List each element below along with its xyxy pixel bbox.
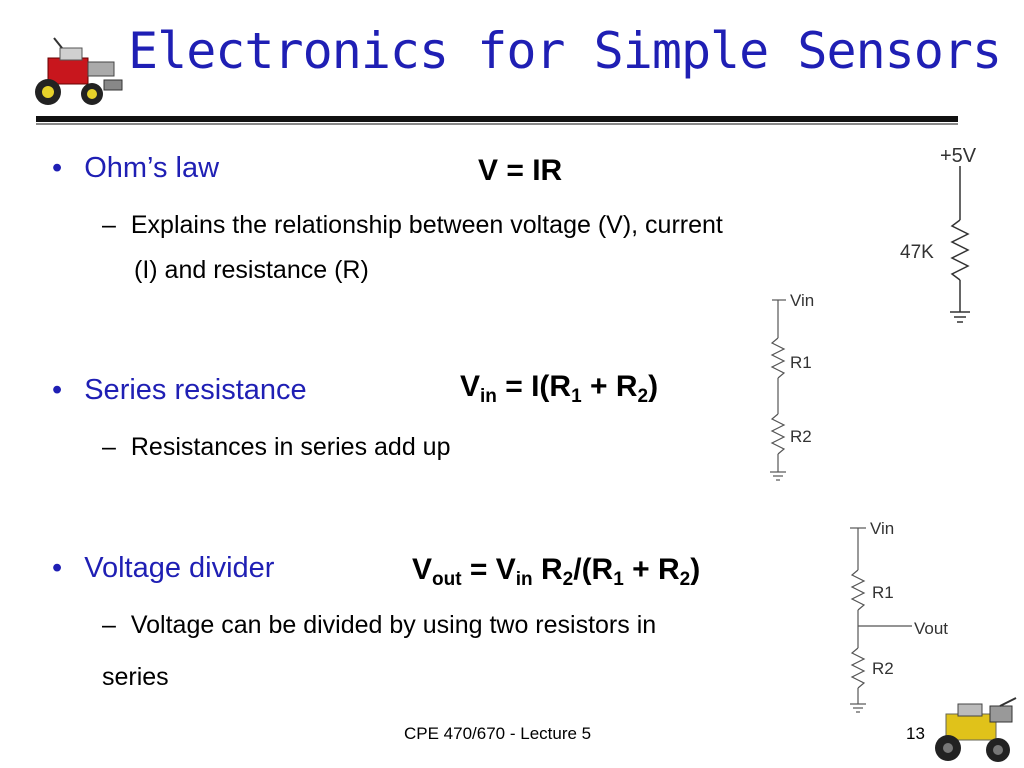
sub-text-line1: Voltage can be divided by using two resi… <box>130 611 657 639</box>
sub-item-divider: – Voltage can be divided by using two re… <box>102 611 656 640</box>
footer-course: CPE 470/670 - Lecture 5 <box>404 724 592 743</box>
vin-label: Vin <box>870 519 894 538</box>
bullet-label: Ohm’s law <box>84 152 220 184</box>
sub-dash: – <box>102 211 116 239</box>
vout-label: Vout <box>914 619 948 638</box>
sub-text-line1: Explains the relationship between voltag… <box>130 211 723 239</box>
bullet-ohms-law: • Ohm’s law <box>52 152 219 185</box>
sub-dash: – <box>102 611 116 639</box>
sub-item-series: – Resistances in series add up <box>102 433 450 462</box>
vin-label: Vin <box>790 291 814 310</box>
bullet-voltage-divider: • Voltage divider <box>52 552 274 585</box>
bullet-series-resistance: • Series resistance <box>52 374 307 407</box>
equation-voltage-divider: Vout = Vin R2/(R1 + R2) <box>412 553 701 590</box>
title-divider-shadow <box>36 123 958 125</box>
r1-label: R1 <box>872 583 894 602</box>
r2-label: R2 <box>872 659 894 678</box>
page-number: 13 <box>906 724 925 743</box>
supply-label: +5V <box>940 145 977 167</box>
bullet-dot: • <box>52 152 63 184</box>
sub-item-ohms-law: – Explains the relationship between volt… <box>102 211 723 240</box>
sub-text-line2: series <box>102 663 169 691</box>
series-circuit-diagram: Vin R1 R2 <box>770 291 814 481</box>
sub-text-line1: Resistances in series add up <box>130 433 451 461</box>
resistor-label: 47K <box>900 242 934 263</box>
r1-label: R1 <box>790 353 812 372</box>
equation-ohms-law: V = IR <box>478 154 563 187</box>
bullet-dot: • <box>52 552 63 584</box>
sub-text-line2: (I) and resistance (R) <box>134 256 369 284</box>
ohm-circuit-diagram: +5V 47K <box>900 145 977 323</box>
divider-circuit-diagram: Vin R1 Vout R2 <box>850 519 948 713</box>
robot-footer-icon <box>935 697 1017 762</box>
robot-logo-icon <box>35 37 123 105</box>
bullet-dot: • <box>52 374 63 406</box>
bullet-label: Voltage divider <box>84 552 275 584</box>
slide-title: Electronics for Simple Sensors <box>128 22 1002 80</box>
equation-series-resistance: Vin = I(R1 + R2) <box>460 370 659 407</box>
sub-dash: – <box>102 433 116 461</box>
title-divider <box>36 116 958 122</box>
bullet-label: Series resistance <box>84 374 307 406</box>
r2-label: R2 <box>790 427 812 446</box>
